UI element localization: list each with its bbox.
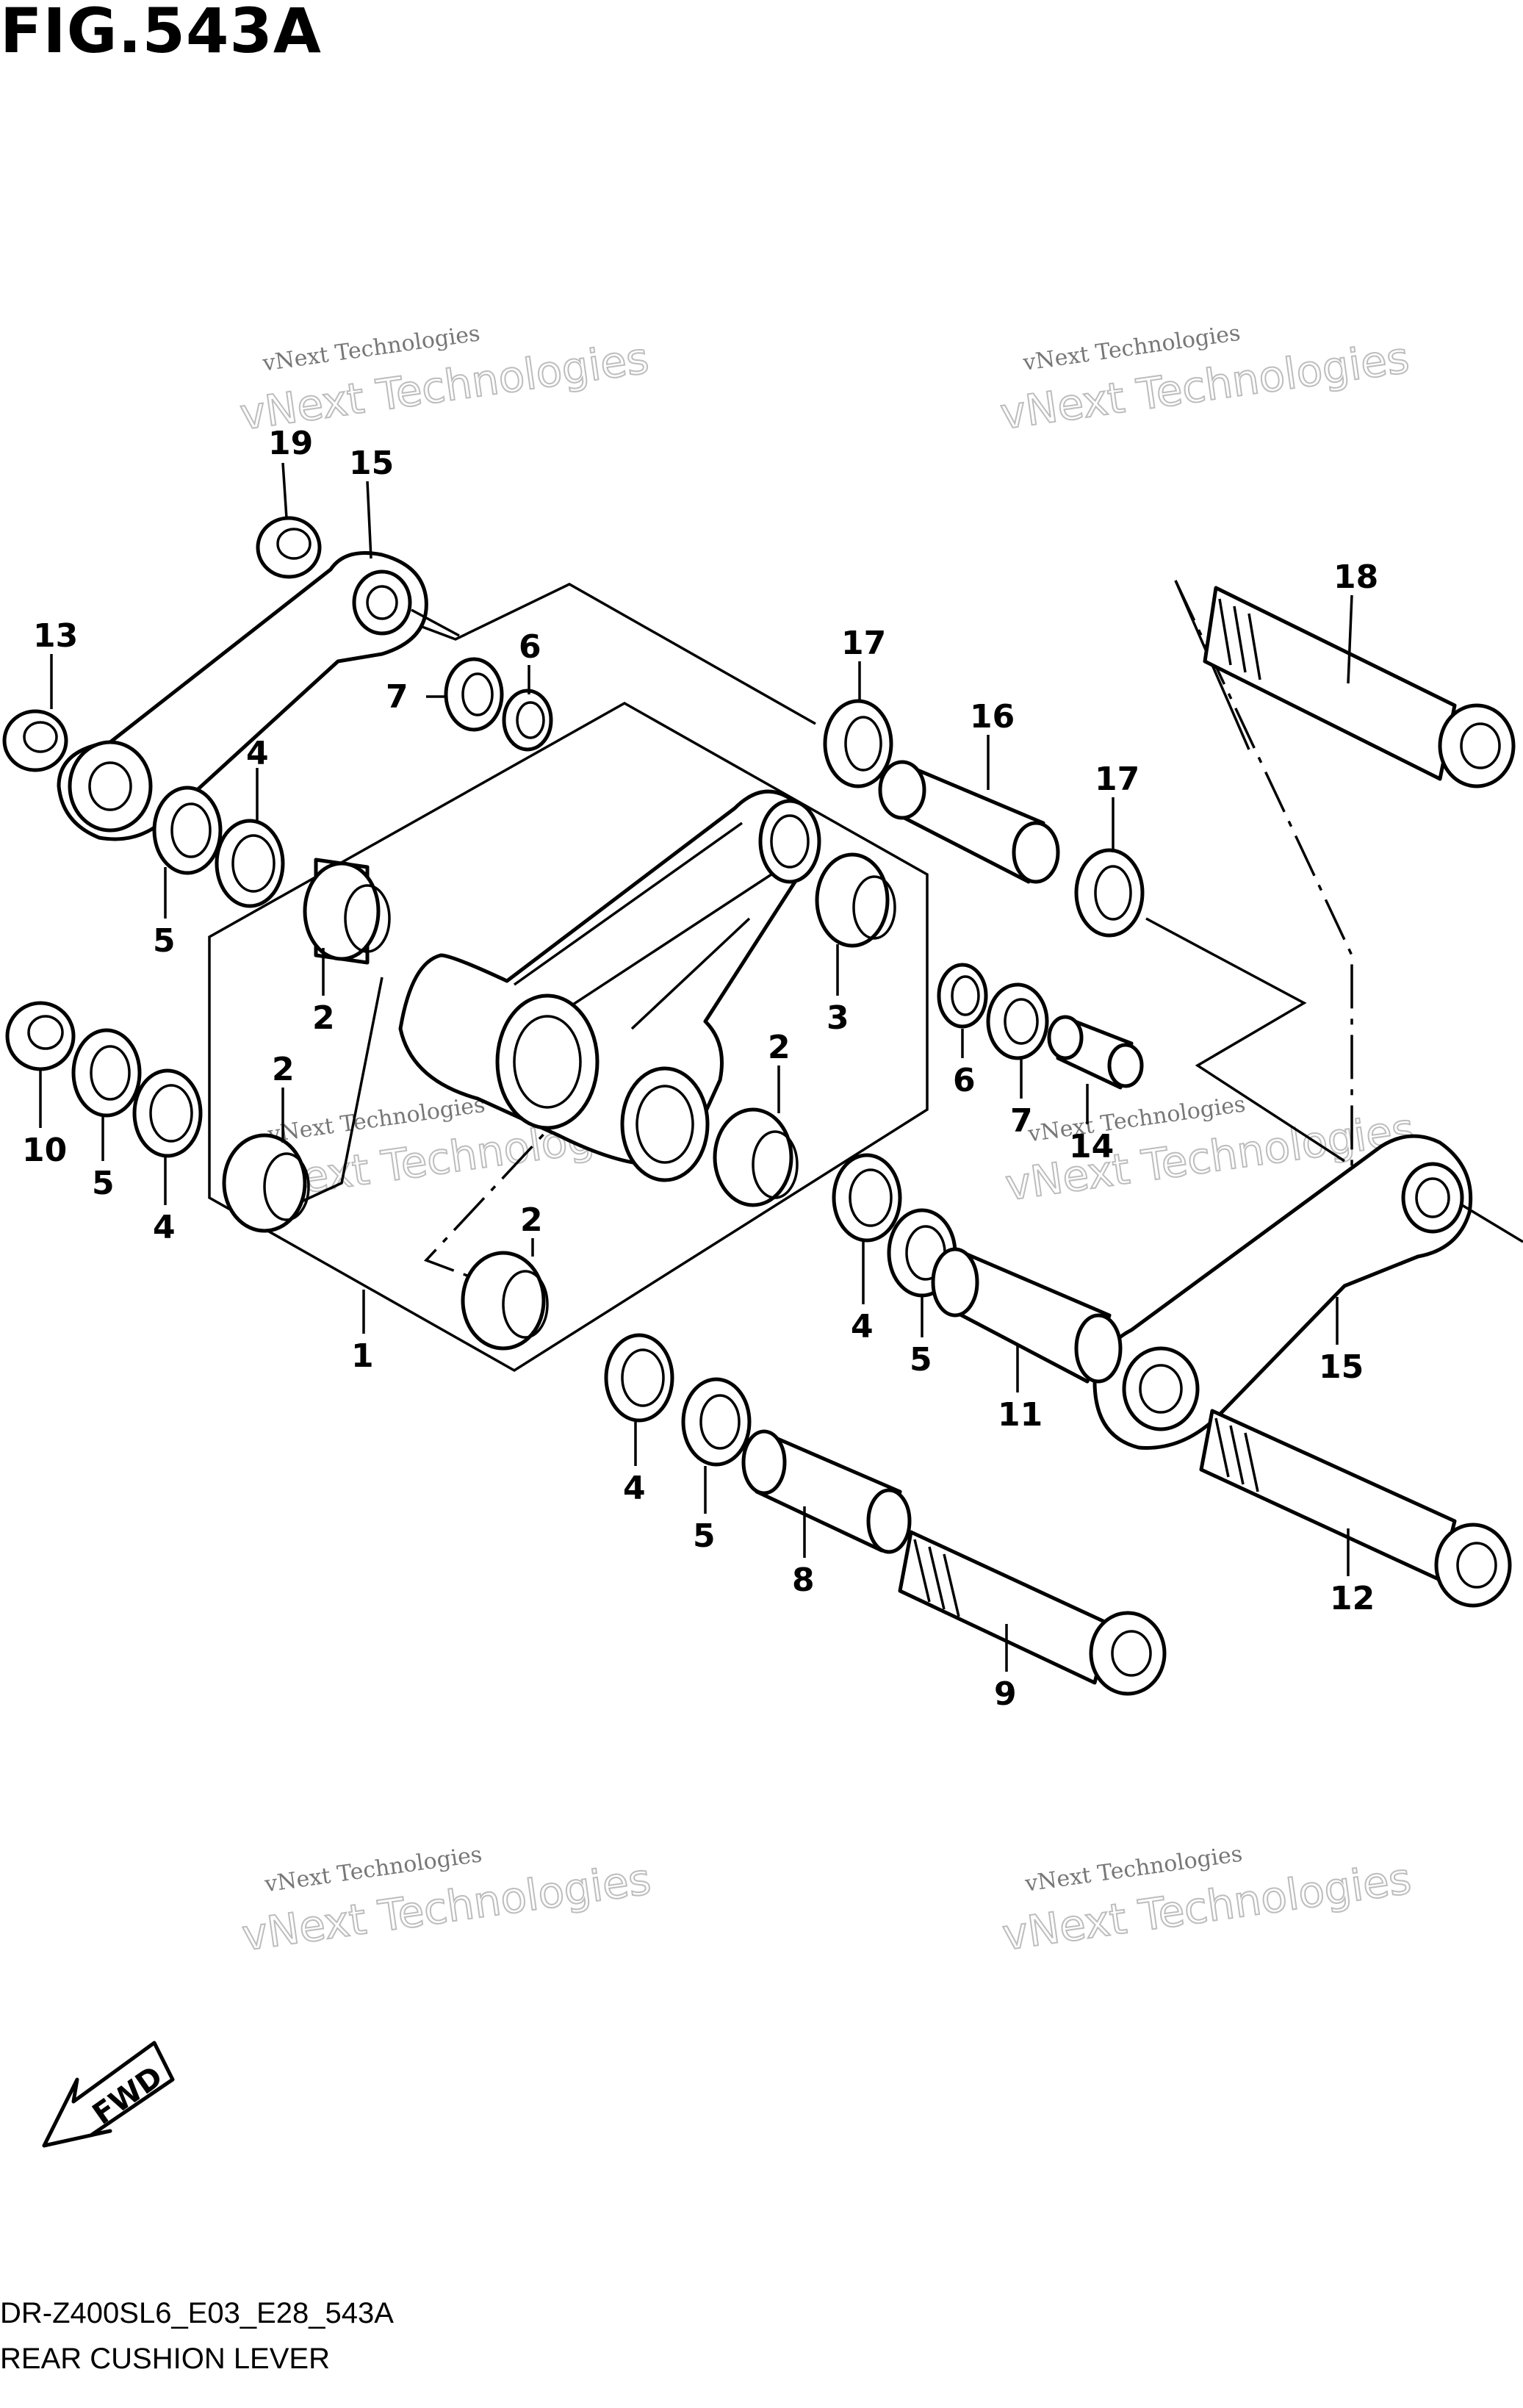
callout-1: 1 [351, 1337, 374, 1375]
guide-line [1145, 917, 1345, 1162]
watermark: vNext Technologies vNext Technologies [237, 320, 652, 440]
callout-2: 2 [520, 1201, 543, 1239]
washer-5-upper [152, 786, 223, 875]
bearing-3 [815, 852, 896, 948]
callout-2: 2 [312, 999, 335, 1037]
callout-2: 2 [768, 1029, 791, 1066]
fwd-arrow: FWD [42, 2041, 175, 2148]
callout-17: 17 [841, 625, 886, 662]
connecting-rod-15-left [57, 551, 460, 841]
callout-4: 4 [246, 735, 269, 772]
figure-name: REAR CUSHION LEVER [0, 2343, 330, 2375]
washer-17-right [1074, 848, 1145, 938]
callout-4: 4 [851, 1308, 874, 1345]
bearing-2-a [303, 858, 391, 965]
callout-9: 9 [994, 1675, 1017, 1713]
guide-line [423, 1093, 582, 1284]
collar-16 [878, 760, 1060, 884]
collar-11 [931, 1247, 1123, 1384]
bearing-2-c [713, 1107, 799, 1207]
guide-line [293, 977, 384, 1207]
seal-4-left [132, 1068, 203, 1158]
lever-assembly-outline [208, 701, 929, 1373]
figure-code: DR-Z400SL6_E03_E28_543A [0, 2297, 394, 2329]
bolt-9 [898, 1530, 1167, 1696]
watermark: vNext Technologies vNext Technologies [238, 1841, 654, 1961]
connecting-rod-15-right [1092, 1134, 1523, 1450]
callout-10: 10 [22, 1132, 67, 1169]
callout-12: 12 [1330, 1580, 1375, 1617]
bearing-2-d [461, 1251, 549, 1351]
nut-13 [2, 709, 68, 772]
leader-lines [39, 462, 1353, 1672]
seal-6-right [937, 963, 988, 1029]
callout-6: 6 [519, 628, 541, 666]
washer-17-upper [823, 699, 893, 788]
callout-6: 6 [953, 1062, 976, 1099]
figure-title: FIG.543A [0, 0, 322, 67]
cushion-lever-1 [398, 789, 821, 1182]
watermark: vNext Technologies vNext Technologies [997, 320, 1413, 440]
collar-8 [741, 1429, 912, 1554]
seal-4-upper [215, 819, 285, 908]
callout-5: 5 [92, 1165, 115, 1202]
callout-7: 7 [1010, 1102, 1033, 1140]
callout-2: 2 [272, 1051, 295, 1088]
guide-line [396, 583, 816, 725]
callout-17: 17 [1095, 761, 1139, 798]
callout-7: 7 [386, 678, 408, 716]
bolt-18 [1203, 586, 1516, 788]
callout-11: 11 [998, 1396, 1043, 1434]
washer-5-left [71, 1028, 142, 1118]
washer-7-upper [444, 657, 504, 732]
callout-5: 5 [693, 1517, 716, 1555]
callout-15: 15 [1319, 1348, 1364, 1386]
callout-5: 5 [153, 922, 176, 960]
seal-4-lower [604, 1333, 674, 1423]
seal-6-upper [502, 689, 553, 752]
collar-14 [1047, 1015, 1144, 1090]
washer-5-lower [681, 1377, 752, 1467]
callout-4: 4 [623, 1470, 646, 1507]
callout-13: 13 [33, 617, 78, 655]
callout-5: 5 [910, 1341, 932, 1379]
callout-18: 18 [1333, 558, 1378, 596]
washer-7-right [986, 982, 1049, 1060]
nut-19 [256, 516, 322, 579]
bearing-2-b [222, 1133, 310, 1233]
watermark: vNext Technologies vNext Technologies [998, 1841, 1414, 1961]
callout-3: 3 [827, 999, 849, 1037]
callout-14: 14 [1069, 1128, 1114, 1165]
nut-10 [5, 1001, 76, 1071]
seal-4-right [832, 1153, 902, 1243]
callout-15: 15 [349, 445, 394, 482]
callout-16: 16 [970, 698, 1015, 736]
callout-19: 19 [268, 425, 313, 462]
callout-labels: 19 15 13 6 7 4 5 17 16 17 18 2 3 2 2 2 1… [22, 425, 1378, 1713]
bolt-12 [1199, 1409, 1512, 1608]
callout-4: 4 [153, 1209, 176, 1246]
callout-8: 8 [792, 1561, 815, 1599]
